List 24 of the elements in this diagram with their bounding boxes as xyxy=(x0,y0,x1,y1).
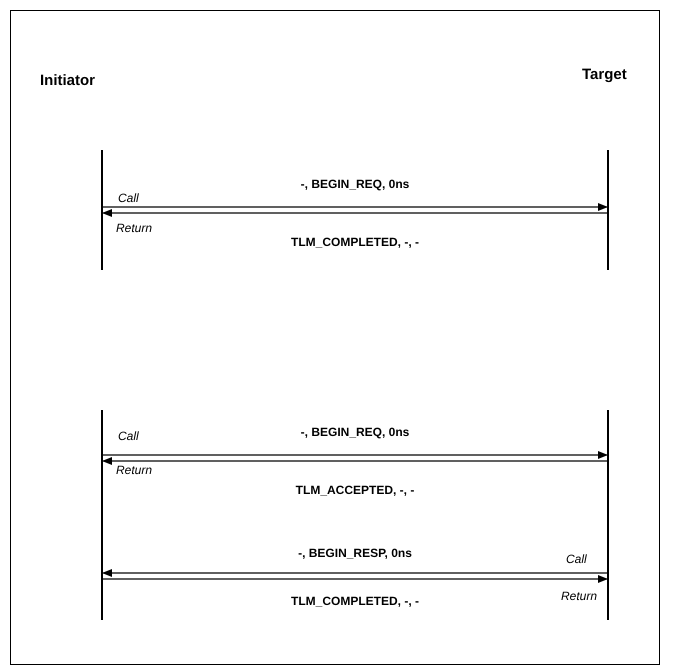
message-label: TLM_COMPLETED, -, - xyxy=(289,594,421,608)
lifeline xyxy=(101,410,103,620)
message-arrow xyxy=(102,569,607,577)
message-label: -, BEGIN_REQ, 0ns xyxy=(298,177,412,191)
message-arrow xyxy=(103,575,608,583)
call-return-label: Call xyxy=(118,429,139,443)
call-return-label: Call xyxy=(566,552,587,566)
message-arrow xyxy=(103,451,608,459)
message-label: TLM_COMPLETED, -, - xyxy=(289,235,421,249)
lifeline xyxy=(101,150,103,270)
call-return-label: Return xyxy=(561,589,598,603)
call-return-label: Return xyxy=(116,221,152,235)
call-return-label: Return xyxy=(116,463,152,477)
lifeline xyxy=(607,150,609,270)
message-label: -, BEGIN_RESP, 0ns xyxy=(296,546,414,560)
message-arrow xyxy=(102,209,607,217)
message-arrow xyxy=(102,457,607,465)
message-label: -, BEGIN_REQ, 0ns xyxy=(298,425,412,439)
call-return-label: Call xyxy=(118,191,139,205)
lifeline xyxy=(607,410,609,620)
message-label: TLM_ACCEPTED, -, - xyxy=(294,483,416,497)
participant-label: Target xyxy=(582,66,627,83)
message-arrow xyxy=(103,203,608,211)
participant-label: Initiator xyxy=(40,72,95,89)
